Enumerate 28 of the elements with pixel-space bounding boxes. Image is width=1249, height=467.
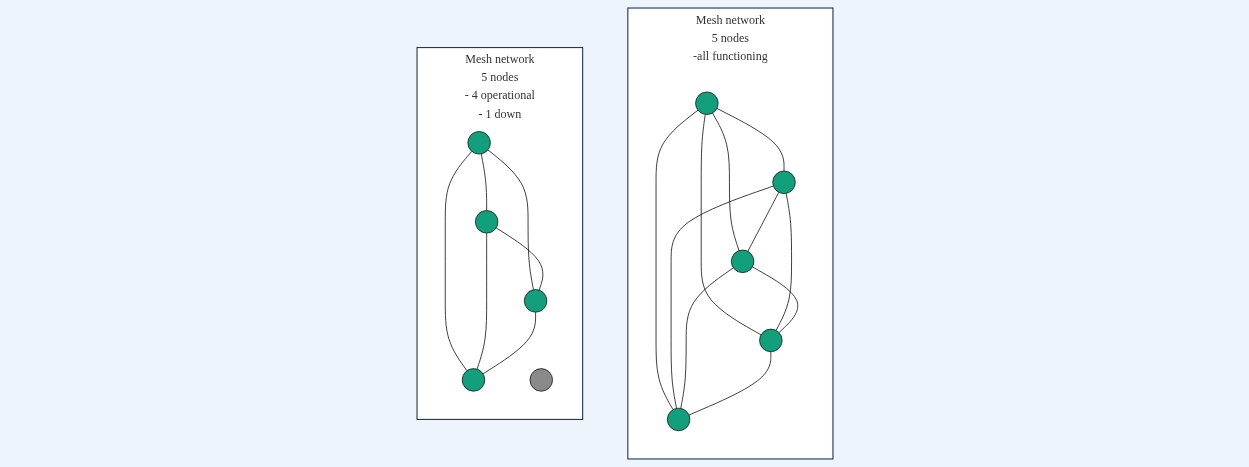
connector xyxy=(476,232,487,370)
connector xyxy=(700,114,761,336)
node-circle xyxy=(466,131,491,155)
connector xyxy=(716,108,784,172)
node-circle xyxy=(771,170,796,194)
connector xyxy=(751,266,798,333)
connector xyxy=(487,149,534,291)
connector xyxy=(711,112,739,251)
node-circle xyxy=(461,368,485,392)
node-circle xyxy=(529,368,553,392)
connector xyxy=(444,150,472,372)
node-circle xyxy=(523,289,547,313)
connector xyxy=(679,267,734,409)
connector xyxy=(747,191,779,252)
node-circle xyxy=(758,328,782,353)
connector xyxy=(482,311,536,375)
node-circle xyxy=(694,91,719,115)
node-circle xyxy=(474,210,498,234)
connector xyxy=(670,185,774,409)
connector xyxy=(688,351,771,416)
cluster: Mesh network 5 nodes -all functioning xyxy=(626,7,834,460)
connector xyxy=(495,227,543,291)
connector xyxy=(480,153,487,211)
node-circle xyxy=(730,249,754,273)
connector xyxy=(775,193,792,331)
node-circle xyxy=(666,407,690,432)
cluster: Mesh network 5 nodes - 4 operational - 1 down xyxy=(415,47,583,420)
connector xyxy=(655,109,698,410)
